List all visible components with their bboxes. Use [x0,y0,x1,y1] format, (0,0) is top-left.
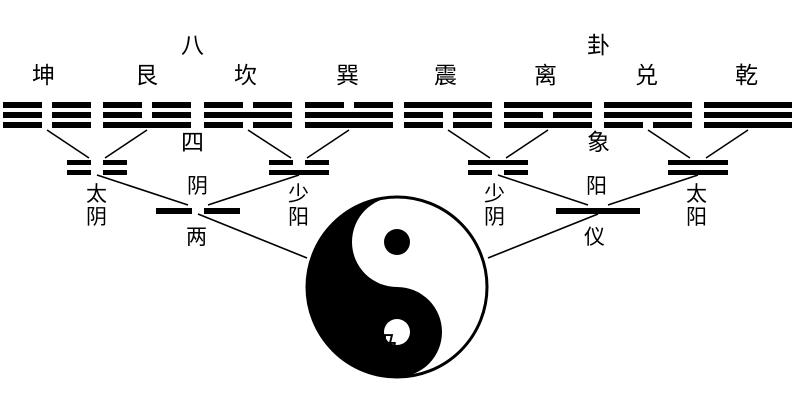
two-mode-yang-label: 阳 [586,174,607,198]
trigram-1-line-2-yin-left [3,112,42,118]
connector-trigram-1 [46,129,90,159]
connector-trigram-5 [447,129,491,159]
trigram-1-line-1-yin-left [3,122,42,128]
connector-trigram-7 [647,129,691,159]
trigram-4-line-1-yang [305,122,393,128]
trigram-6-line-2-yin-right [553,112,592,118]
trigram-5-line-3-yang [404,102,492,108]
trigram-5-line-1-yin-left [404,122,443,128]
trigram-7-line-3-yang [604,102,692,108]
four-image-4-line-2-yang [668,160,728,165]
four-image-name-2-top: 少 [288,182,309,206]
trigram-4-line-3-yin-left [305,102,344,108]
connector-four-image-3 [497,174,589,206]
connector-lines [46,129,749,259]
taiji-label: 太极 [342,330,399,363]
four-image-2-line-2-yin-right [305,160,329,165]
trigram-3-line-2-yang [204,112,292,118]
four-image-2-line-2-yin-left [269,160,293,165]
connector-two-mode-yang [487,213,599,259]
connector-trigram-8 [705,129,749,159]
trigram-3-line-3-yin-right [253,102,292,108]
trigram-name-gen: 艮 [135,63,158,89]
four-image-name-4-bottom: 阳 [686,205,707,229]
trigram-2-line-3-yin-left [103,102,142,108]
four-image-1-line-2-yin-left [67,160,91,165]
trigram-7-line-1-yin-left [604,122,643,128]
four-image-3-line-1-yin-left [468,170,492,175]
yin-yang-icon [305,195,489,379]
four-image-name-3-top: 少 [484,182,505,206]
trigram-4-line-2-yang [305,112,393,118]
trigram-5-line-2-yin-left [404,112,443,118]
trigram-5-line-1-yin-right [453,122,492,128]
trigram-2-line-2-yin-left [103,112,142,118]
trigram-name-xun: 巽 [336,63,359,89]
title-right-char: 卦 [587,33,610,59]
trigram-2-line-2-yin-right [152,112,191,118]
trigram-6-line-1-yang [504,122,592,128]
two-mode-yang-stroke-yang [556,208,640,214]
trigram-name-dui: 兑 [635,63,658,89]
trigram-name-zhen: 震 [434,63,457,89]
trigram-3-line-1-yin-right [253,122,292,128]
four-image-1-line-1-yin-right [103,170,127,175]
trigram-8-line-3-yang [704,102,792,108]
two-mode-symbols [156,208,640,214]
trigram-1-line-2-yin-right [52,112,91,118]
trigram-6-line-3-yang [504,102,592,108]
trigram-3-line-1-yin-left [204,122,243,128]
four-image-name-3-bottom: 阴 [484,205,505,229]
four-image-3-line-1-yin-right [504,170,528,175]
trigram-2-line-1-yang [103,122,191,128]
two-modes-label-left: 两 [186,225,207,249]
four-image-2-line-1-yang [269,170,329,175]
trigram-8-line-1-yang [704,122,792,128]
four-image-symbols [67,160,728,175]
title-left-char: 八 [181,33,204,59]
four-image-4-line-1-yang [668,170,728,175]
two-modes-label-right: 仪 [584,225,605,249]
two-mode-yin-label: 阴 [187,174,208,198]
connector-four-image-4 [607,174,699,206]
four-image-name-4-top: 太 [686,182,707,206]
trigram-3-line-3-yin-left [204,102,243,108]
trigram-name-li: 离 [534,63,557,89]
trigram-7-line-2-yang [604,112,692,118]
trigram-4-line-3-yin-right [354,102,393,108]
trigram-7-line-1-yin-right [653,122,692,128]
four-images-label-right: 象 [587,130,610,156]
connector-four-image-1 [96,174,189,206]
four-image-name-2-bottom: 阳 [288,205,309,229]
connector-trigram-3 [247,129,292,159]
four-image-3-line-2-yang [468,160,528,165]
four-images-label-left: 四 [181,130,204,156]
trigram-1-line-3-yin-left [3,102,42,108]
trigram-5-line-2-yin-right [453,112,492,118]
four-image-1-line-2-yin-right [103,160,127,165]
trigram-2-line-3-yin-right [152,102,191,108]
trigram-8-line-2-yang [704,112,792,118]
trigram-1-line-3-yin-right [52,102,91,108]
four-image-name-1-bottom: 阴 [86,205,107,229]
four-image-name-1-top: 太 [86,182,107,206]
four-image-1-line-1-yin-left [67,170,91,175]
connector-four-image-2 [207,174,300,206]
trigram-symbols [3,102,792,128]
connector-trigram-2 [104,129,148,159]
connector-trigram-6 [505,129,549,159]
connector-two-mode-yin [197,213,308,259]
connector-trigram-4 [306,129,350,159]
trigram-6-line-2-yin-left [504,112,543,118]
trigram-1-line-1-yin-right [52,122,91,128]
two-mode-yin-stroke-yin-right [204,208,240,214]
trigram-name-kan: 坎 [234,63,257,89]
trigram-name-kun: 坤 [32,63,55,89]
trigram-name-qian: 乾 [735,63,758,89]
two-mode-yin-stroke-yin-left [156,208,192,214]
